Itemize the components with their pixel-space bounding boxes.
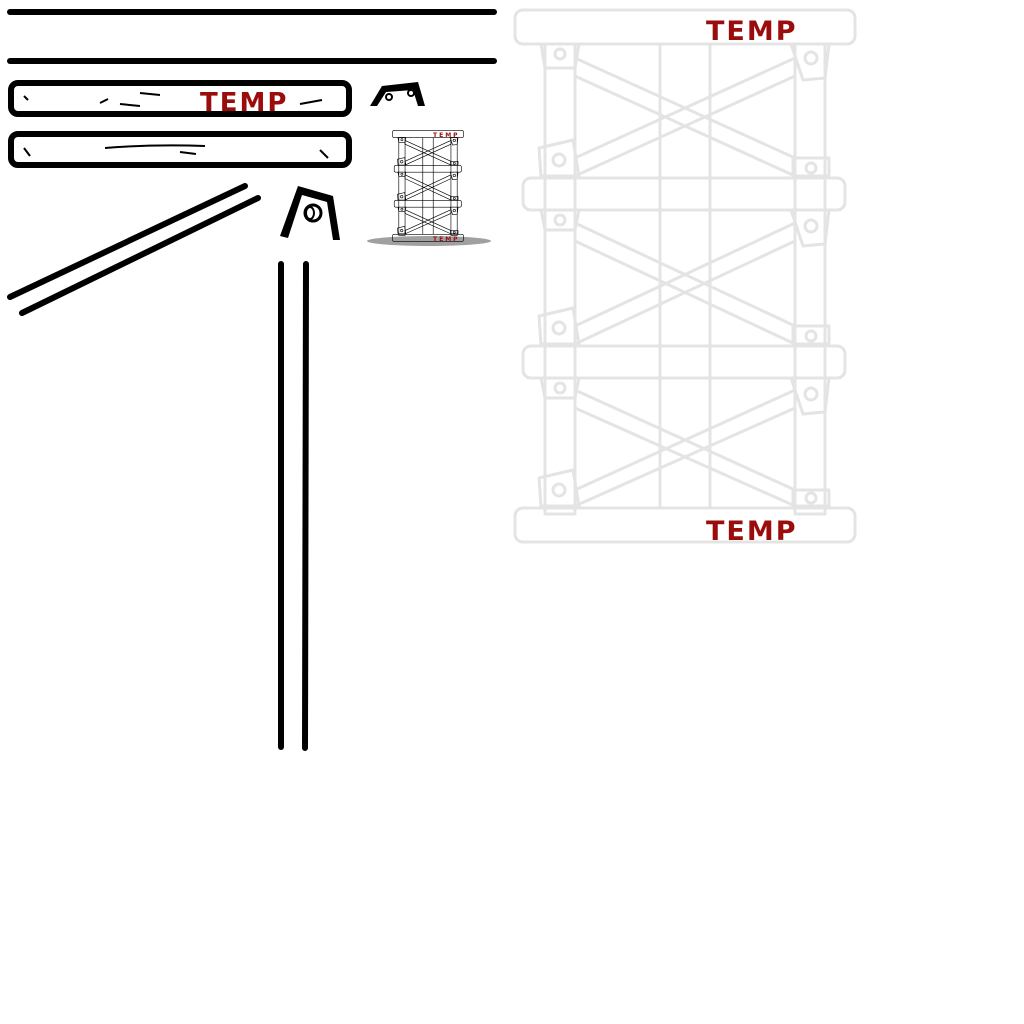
long-beam xyxy=(7,9,497,64)
temp-stamp: TEMP xyxy=(706,16,798,47)
ghost-tower: TEMP TEMP xyxy=(513,8,857,547)
plank-stamped: TEMP xyxy=(8,80,352,118)
large-bracket xyxy=(280,186,340,240)
diagonal-strut xyxy=(7,183,261,316)
shadow xyxy=(367,236,491,246)
temp-stamp: TEMP xyxy=(433,132,460,139)
mini-tower: TEMP TEMP xyxy=(367,130,491,246)
plank xyxy=(8,131,352,168)
temp-stamp: TEMP xyxy=(706,516,798,547)
small-bracket xyxy=(370,82,425,106)
temp-stamp: TEMP xyxy=(433,236,460,243)
vertical-pole xyxy=(278,261,309,751)
temp-stamp: TEMP xyxy=(200,88,288,118)
